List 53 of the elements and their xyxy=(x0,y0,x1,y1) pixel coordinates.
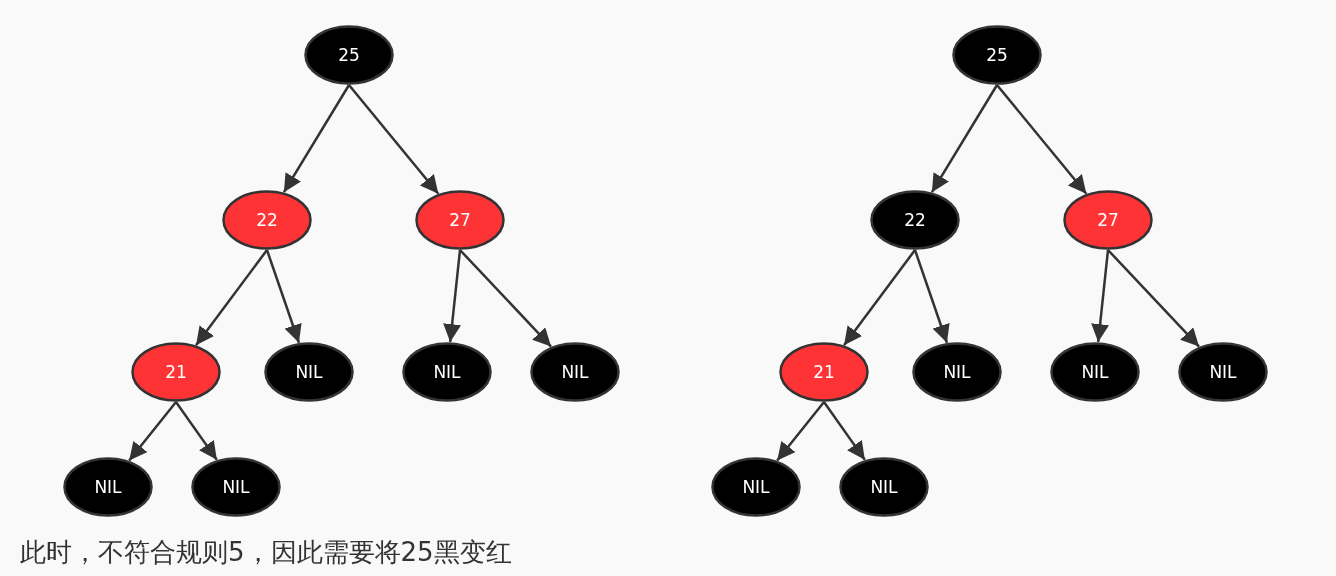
tree-node xyxy=(1050,342,1140,402)
node-label: 27 xyxy=(449,210,471,230)
tree-node xyxy=(779,342,869,402)
arrow xyxy=(930,84,999,193)
arrow xyxy=(265,249,302,344)
arrow xyxy=(282,84,351,193)
arrow xyxy=(348,84,440,195)
node-label: NIL xyxy=(561,362,589,382)
node-label: 25 xyxy=(986,45,1008,65)
arrow xyxy=(443,249,462,343)
node-label: 22 xyxy=(904,210,926,230)
node-label: NIL xyxy=(870,477,898,497)
node-label: 27 xyxy=(1097,210,1119,230)
node-label: NIL xyxy=(1209,362,1237,382)
arrow xyxy=(174,401,218,461)
tree-node xyxy=(530,342,620,402)
tree-node xyxy=(304,25,394,85)
tree-node xyxy=(131,342,221,402)
tree-node xyxy=(711,457,801,517)
tree-node xyxy=(191,457,281,517)
arrow xyxy=(913,249,950,344)
tree-node xyxy=(63,457,153,517)
arrow xyxy=(459,249,552,348)
arrow xyxy=(128,401,177,462)
tree-node xyxy=(839,457,929,517)
tree-node xyxy=(1178,342,1268,402)
tree-node xyxy=(1063,190,1153,250)
node-label: 21 xyxy=(813,362,835,382)
arrow xyxy=(822,401,866,461)
node-label: NIL xyxy=(433,362,461,382)
node-label: NIL xyxy=(1081,362,1109,382)
arrow xyxy=(843,249,916,346)
tree-node xyxy=(870,190,960,250)
node-label: NIL xyxy=(94,477,122,497)
arrow xyxy=(776,401,825,462)
note-text: 此时，不符合规则5，因此需要将25黑变红 xyxy=(20,536,512,569)
tree-node xyxy=(222,190,312,250)
arrow xyxy=(195,249,268,346)
tree-node xyxy=(402,342,492,402)
node-label: 21 xyxy=(165,362,187,382)
tree-node xyxy=(264,342,354,402)
arrow xyxy=(1107,249,1200,348)
node-label: NIL xyxy=(295,362,323,382)
node-label: NIL xyxy=(222,477,250,497)
node-label: 25 xyxy=(338,45,360,65)
arrow xyxy=(1091,249,1110,343)
tree-node xyxy=(415,190,505,250)
tree-node xyxy=(952,25,1042,85)
arrow xyxy=(996,84,1088,195)
tree-node xyxy=(912,342,1002,402)
node-label: NIL xyxy=(943,362,971,382)
node-label: NIL xyxy=(742,477,770,497)
node-label: 22 xyxy=(256,210,278,230)
